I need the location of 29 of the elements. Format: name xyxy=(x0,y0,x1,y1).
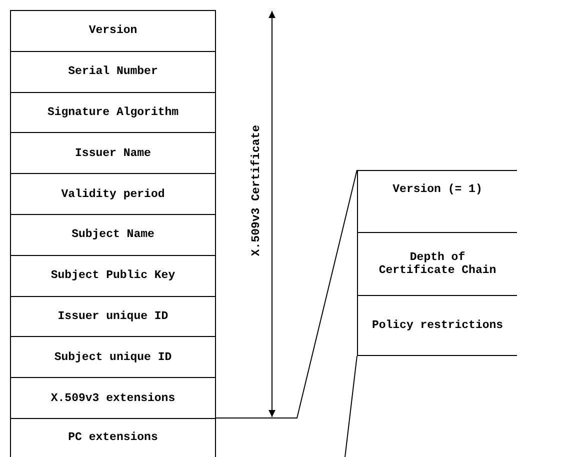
field-name: Subject unique ID xyxy=(54,350,172,364)
field-name: Issuer Name xyxy=(75,146,151,160)
field-name: Signature Algorithm xyxy=(47,106,179,119)
field-name: PC extensions xyxy=(68,431,158,444)
field-name: Version xyxy=(88,24,138,38)
field-box xyxy=(10,132,216,174)
field-box xyxy=(10,377,216,419)
field-name: Validity period xyxy=(61,188,165,201)
field-box xyxy=(10,418,216,457)
field-name: Subject Public Key xyxy=(50,269,176,282)
field-name: Version (= 1) xyxy=(392,183,482,196)
field-name: Serial Number xyxy=(68,65,158,78)
field-box xyxy=(357,170,517,233)
zoom-line xyxy=(216,170,358,418)
field-box xyxy=(10,254,216,297)
field-box xyxy=(10,336,216,378)
field-name: Subject Name xyxy=(72,228,154,242)
field-box xyxy=(10,92,216,134)
dimension-label: X.509v3 Certificate xyxy=(250,124,263,256)
field-box xyxy=(10,296,216,338)
field-name: Depth of Certificate Chain xyxy=(378,251,498,277)
field-box xyxy=(10,173,216,215)
field-box xyxy=(10,10,216,52)
field-name: Issuer unique ID xyxy=(58,310,168,323)
field-box xyxy=(357,295,517,356)
field-box xyxy=(10,50,216,93)
field-name: X.509v3 extensions xyxy=(50,392,176,405)
field-name: Policy restrictions xyxy=(372,319,504,332)
field-box xyxy=(10,214,216,256)
